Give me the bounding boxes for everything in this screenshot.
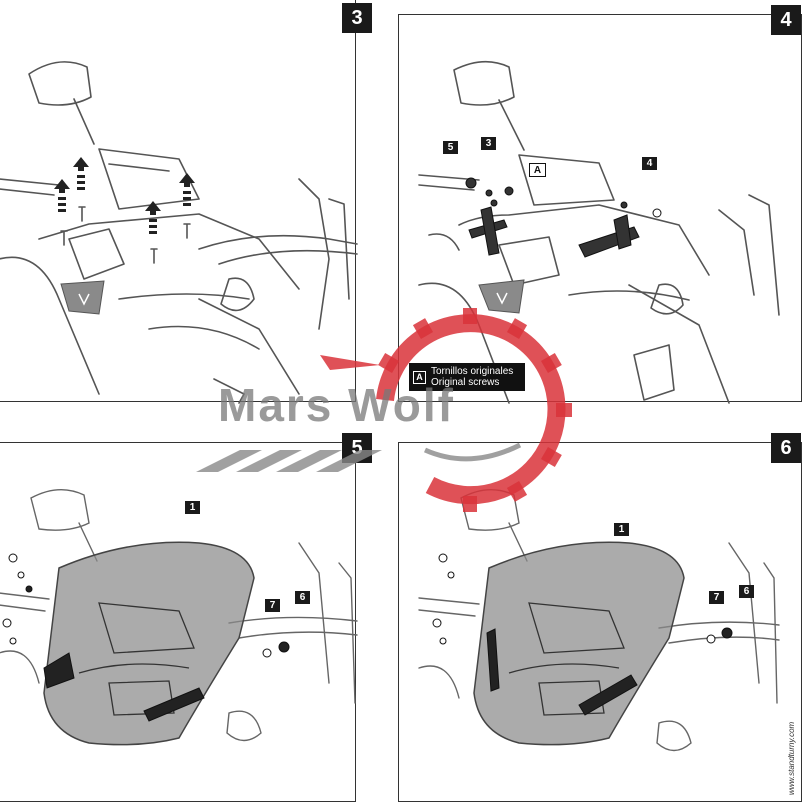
website-url: www.standturny.com: [787, 721, 796, 795]
step-5-illustration: [0, 489, 358, 746]
step-3-illustration: [0, 61, 358, 404]
callout-part-4: 4: [642, 157, 657, 170]
step-number-badge: 6: [771, 433, 801, 463]
callout-part-5: 5: [443, 141, 458, 154]
step-number-badge: 4: [771, 5, 801, 35]
step-6-illustration: [418, 489, 780, 752]
callout-part-7: 7: [709, 591, 724, 604]
step-number-badge: 5: [342, 433, 372, 463]
callout-part-6: 6: [295, 591, 310, 604]
watermark-text: Mars Wolf: [218, 379, 455, 431]
callout-original-screw-a: A: [529, 163, 546, 177]
step-5-panel: 5 1 7 6: [0, 433, 372, 802]
step-6-panel: 6 1 7 6 www.standturny.com: [398, 433, 802, 802]
callout-part-3: 3: [481, 137, 496, 150]
step-number-badge: 3: [342, 3, 372, 33]
callout-part-6: 6: [739, 585, 754, 598]
callout-part-1: 1: [614, 523, 629, 536]
callout-part-7: 7: [265, 599, 280, 612]
step-3-panel: 3: [0, 0, 372, 404]
step-4-illustration: [418, 60, 780, 404]
legend-line-spanish: Tornillos originales: [431, 366, 514, 377]
callout-part-1: 1: [185, 501, 200, 514]
step-4-panel: 4 5 3 A 4: [398, 5, 802, 404]
